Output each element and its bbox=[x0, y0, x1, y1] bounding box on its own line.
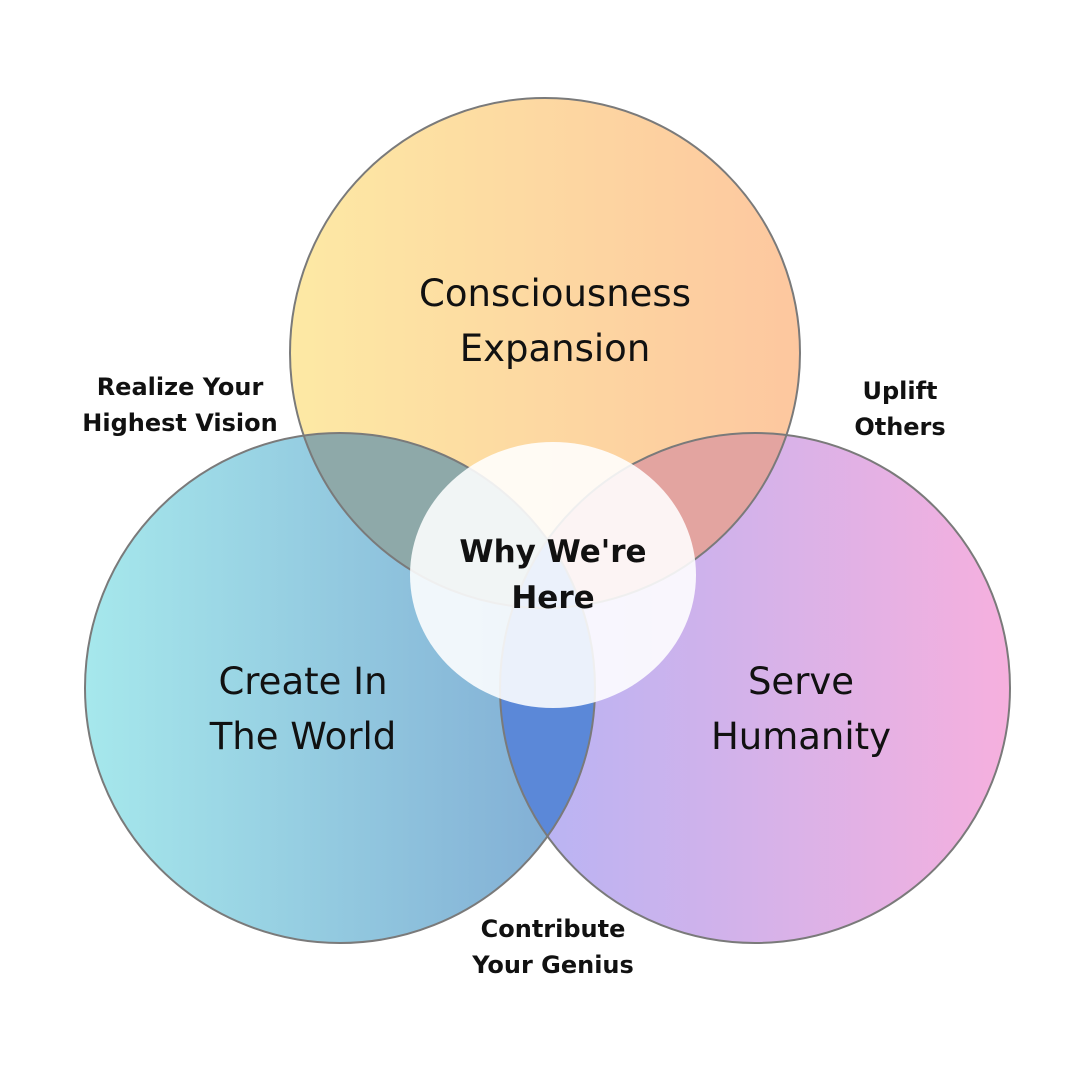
label-line: Your Genius bbox=[472, 951, 634, 979]
label-line: Others bbox=[854, 413, 946, 441]
label-line: Here bbox=[511, 580, 595, 616]
label-line: Serve bbox=[747, 660, 855, 703]
label-line: The World bbox=[209, 715, 397, 758]
label-consciousness-expansion: Consciousness Expansion bbox=[365, 266, 745, 376]
label-why-were-here: Why We're Here bbox=[433, 529, 673, 621]
label-realize-your-highest-vision: Realize Your Highest Vision bbox=[60, 369, 300, 441]
label-line: Why We're bbox=[459, 534, 647, 570]
label-line: Highest Vision bbox=[82, 409, 278, 437]
label-create-in-the-world: Create In The World bbox=[153, 654, 453, 764]
label-contribute-your-genius: Contribute Your Genius bbox=[433, 911, 673, 983]
label-serve-humanity: Serve Humanity bbox=[651, 654, 951, 764]
label-line: Expansion bbox=[459, 327, 651, 370]
label-uplift-others: Uplift Others bbox=[820, 373, 980, 445]
center-ellipse bbox=[410, 442, 696, 708]
label-line: Create In bbox=[218, 660, 388, 703]
label-line: Consciousness bbox=[419, 272, 691, 315]
label-line: Uplift bbox=[862, 377, 938, 405]
label-line: Realize Your bbox=[96, 373, 264, 401]
label-line: Contribute bbox=[480, 915, 626, 943]
label-line: Humanity bbox=[710, 715, 892, 758]
